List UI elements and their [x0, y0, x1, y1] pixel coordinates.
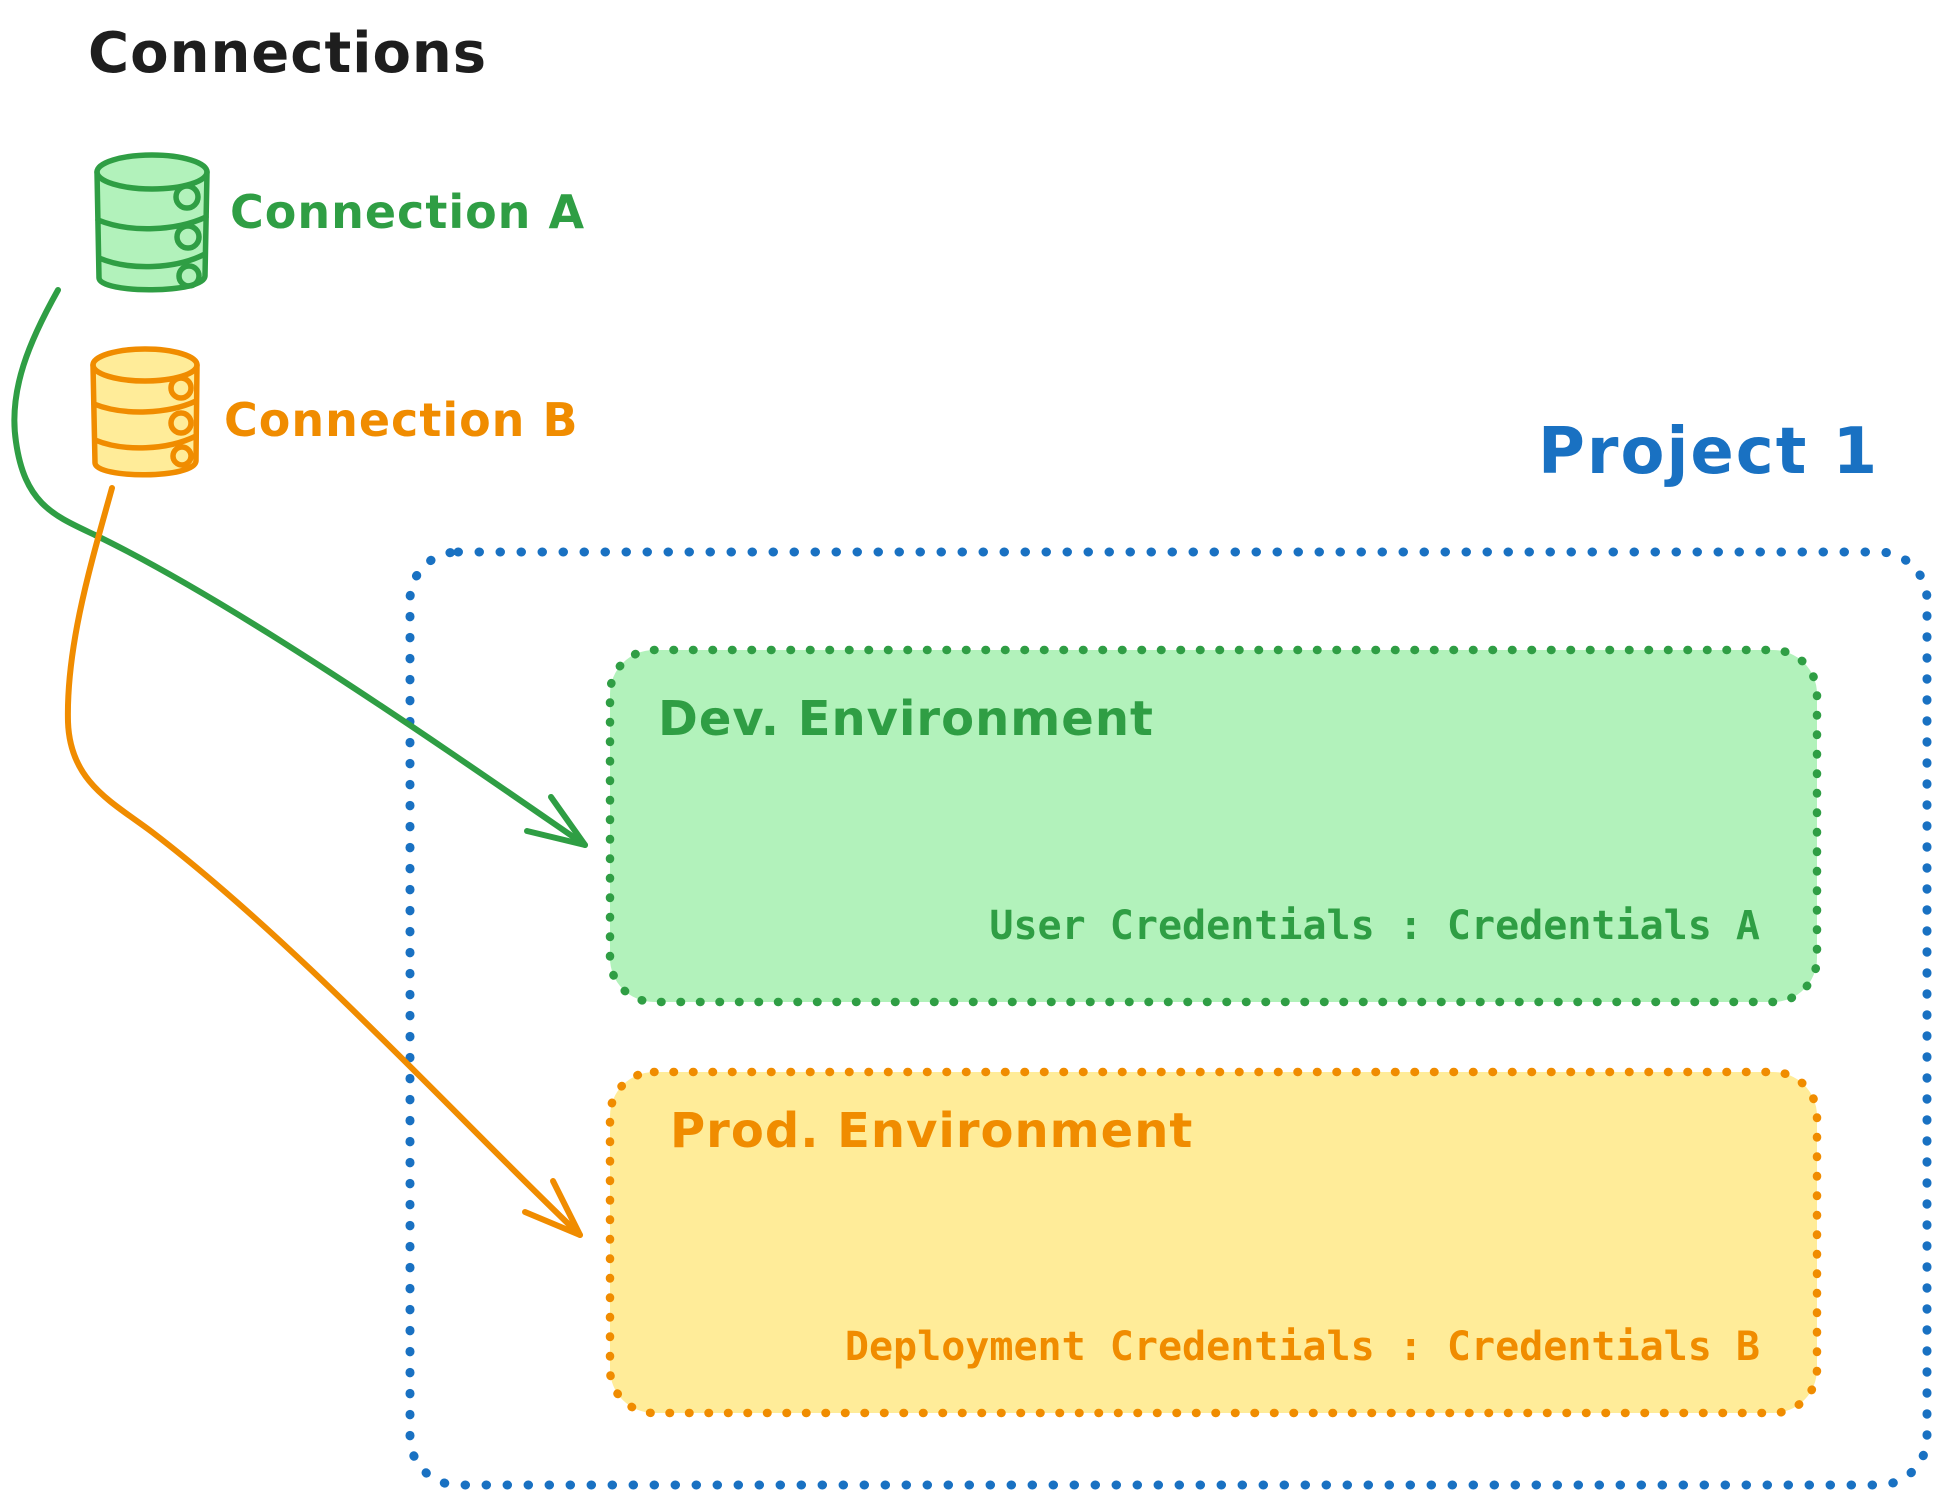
- dev-environment-box: [605, 645, 1822, 1007]
- connection-a-label: Connection A: [230, 185, 586, 239]
- connection-b-label: Connection B: [224, 393, 579, 447]
- page-title: Connections: [88, 21, 488, 86]
- dev-environment-title: Dev. Environment: [658, 691, 1154, 747]
- prod-credentials-text: Deployment Credentials : Credentials B: [844, 1324, 1760, 1370]
- project-label: Project 1: [1538, 415, 1880, 489]
- dev-credentials-text: User Credentials : Credentials A: [989, 903, 1760, 949]
- database-icon: [90, 346, 200, 478]
- prod-environment-box: [605, 1067, 1822, 1418]
- prod-environment-title: Prod. Environment: [670, 1103, 1194, 1159]
- project-box: [405, 547, 1932, 1490]
- database-icon: [94, 152, 210, 293]
- arrow-connection-b-to-prod: [64, 485, 583, 1238]
- arrow-connection-a-to-dev: [11, 287, 588, 848]
